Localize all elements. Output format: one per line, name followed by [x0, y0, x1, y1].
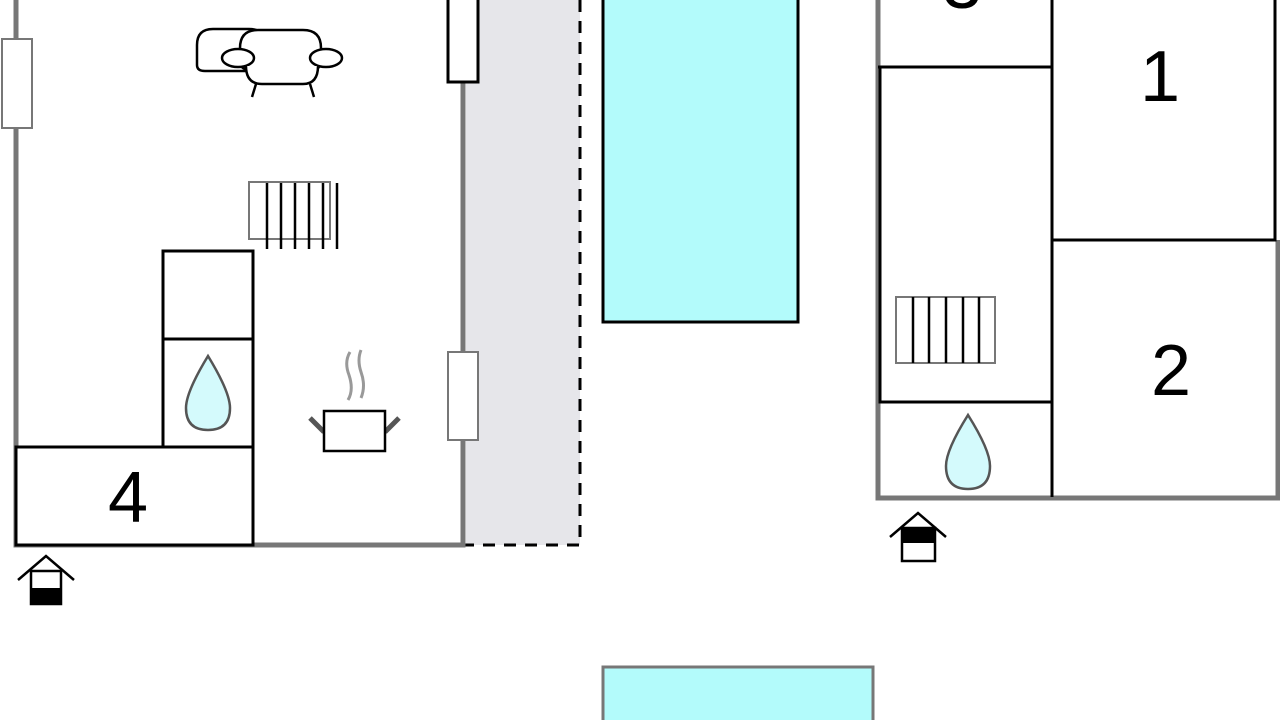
stairs-icon	[895, 296, 996, 364]
sofa-icon	[195, 27, 344, 98]
entrance-icon	[17, 554, 75, 606]
cabinet	[161, 249, 255, 341]
stairs-icon	[248, 181, 339, 249]
room-label: 2	[1151, 331, 1191, 411]
window	[446, 0, 480, 84]
cooking-pot-icon	[308, 349, 401, 453]
room-4: 4	[14, 445, 255, 547]
room-label: 4	[108, 458, 148, 538]
right-building-walls	[875, 0, 1280, 501]
pool	[601, 665, 875, 720]
room-label: 1	[1140, 37, 1180, 117]
water-drop-icon	[944, 412, 992, 491]
right-building-interior	[878, 0, 1277, 497]
terrace	[442, 0, 582, 547]
window	[1, 38, 33, 129]
entrance-icon	[889, 511, 947, 563]
room-label: 3	[942, 0, 982, 24]
water-drop-icon	[184, 353, 232, 432]
pool	[601, 0, 800, 324]
window	[447, 351, 479, 441]
